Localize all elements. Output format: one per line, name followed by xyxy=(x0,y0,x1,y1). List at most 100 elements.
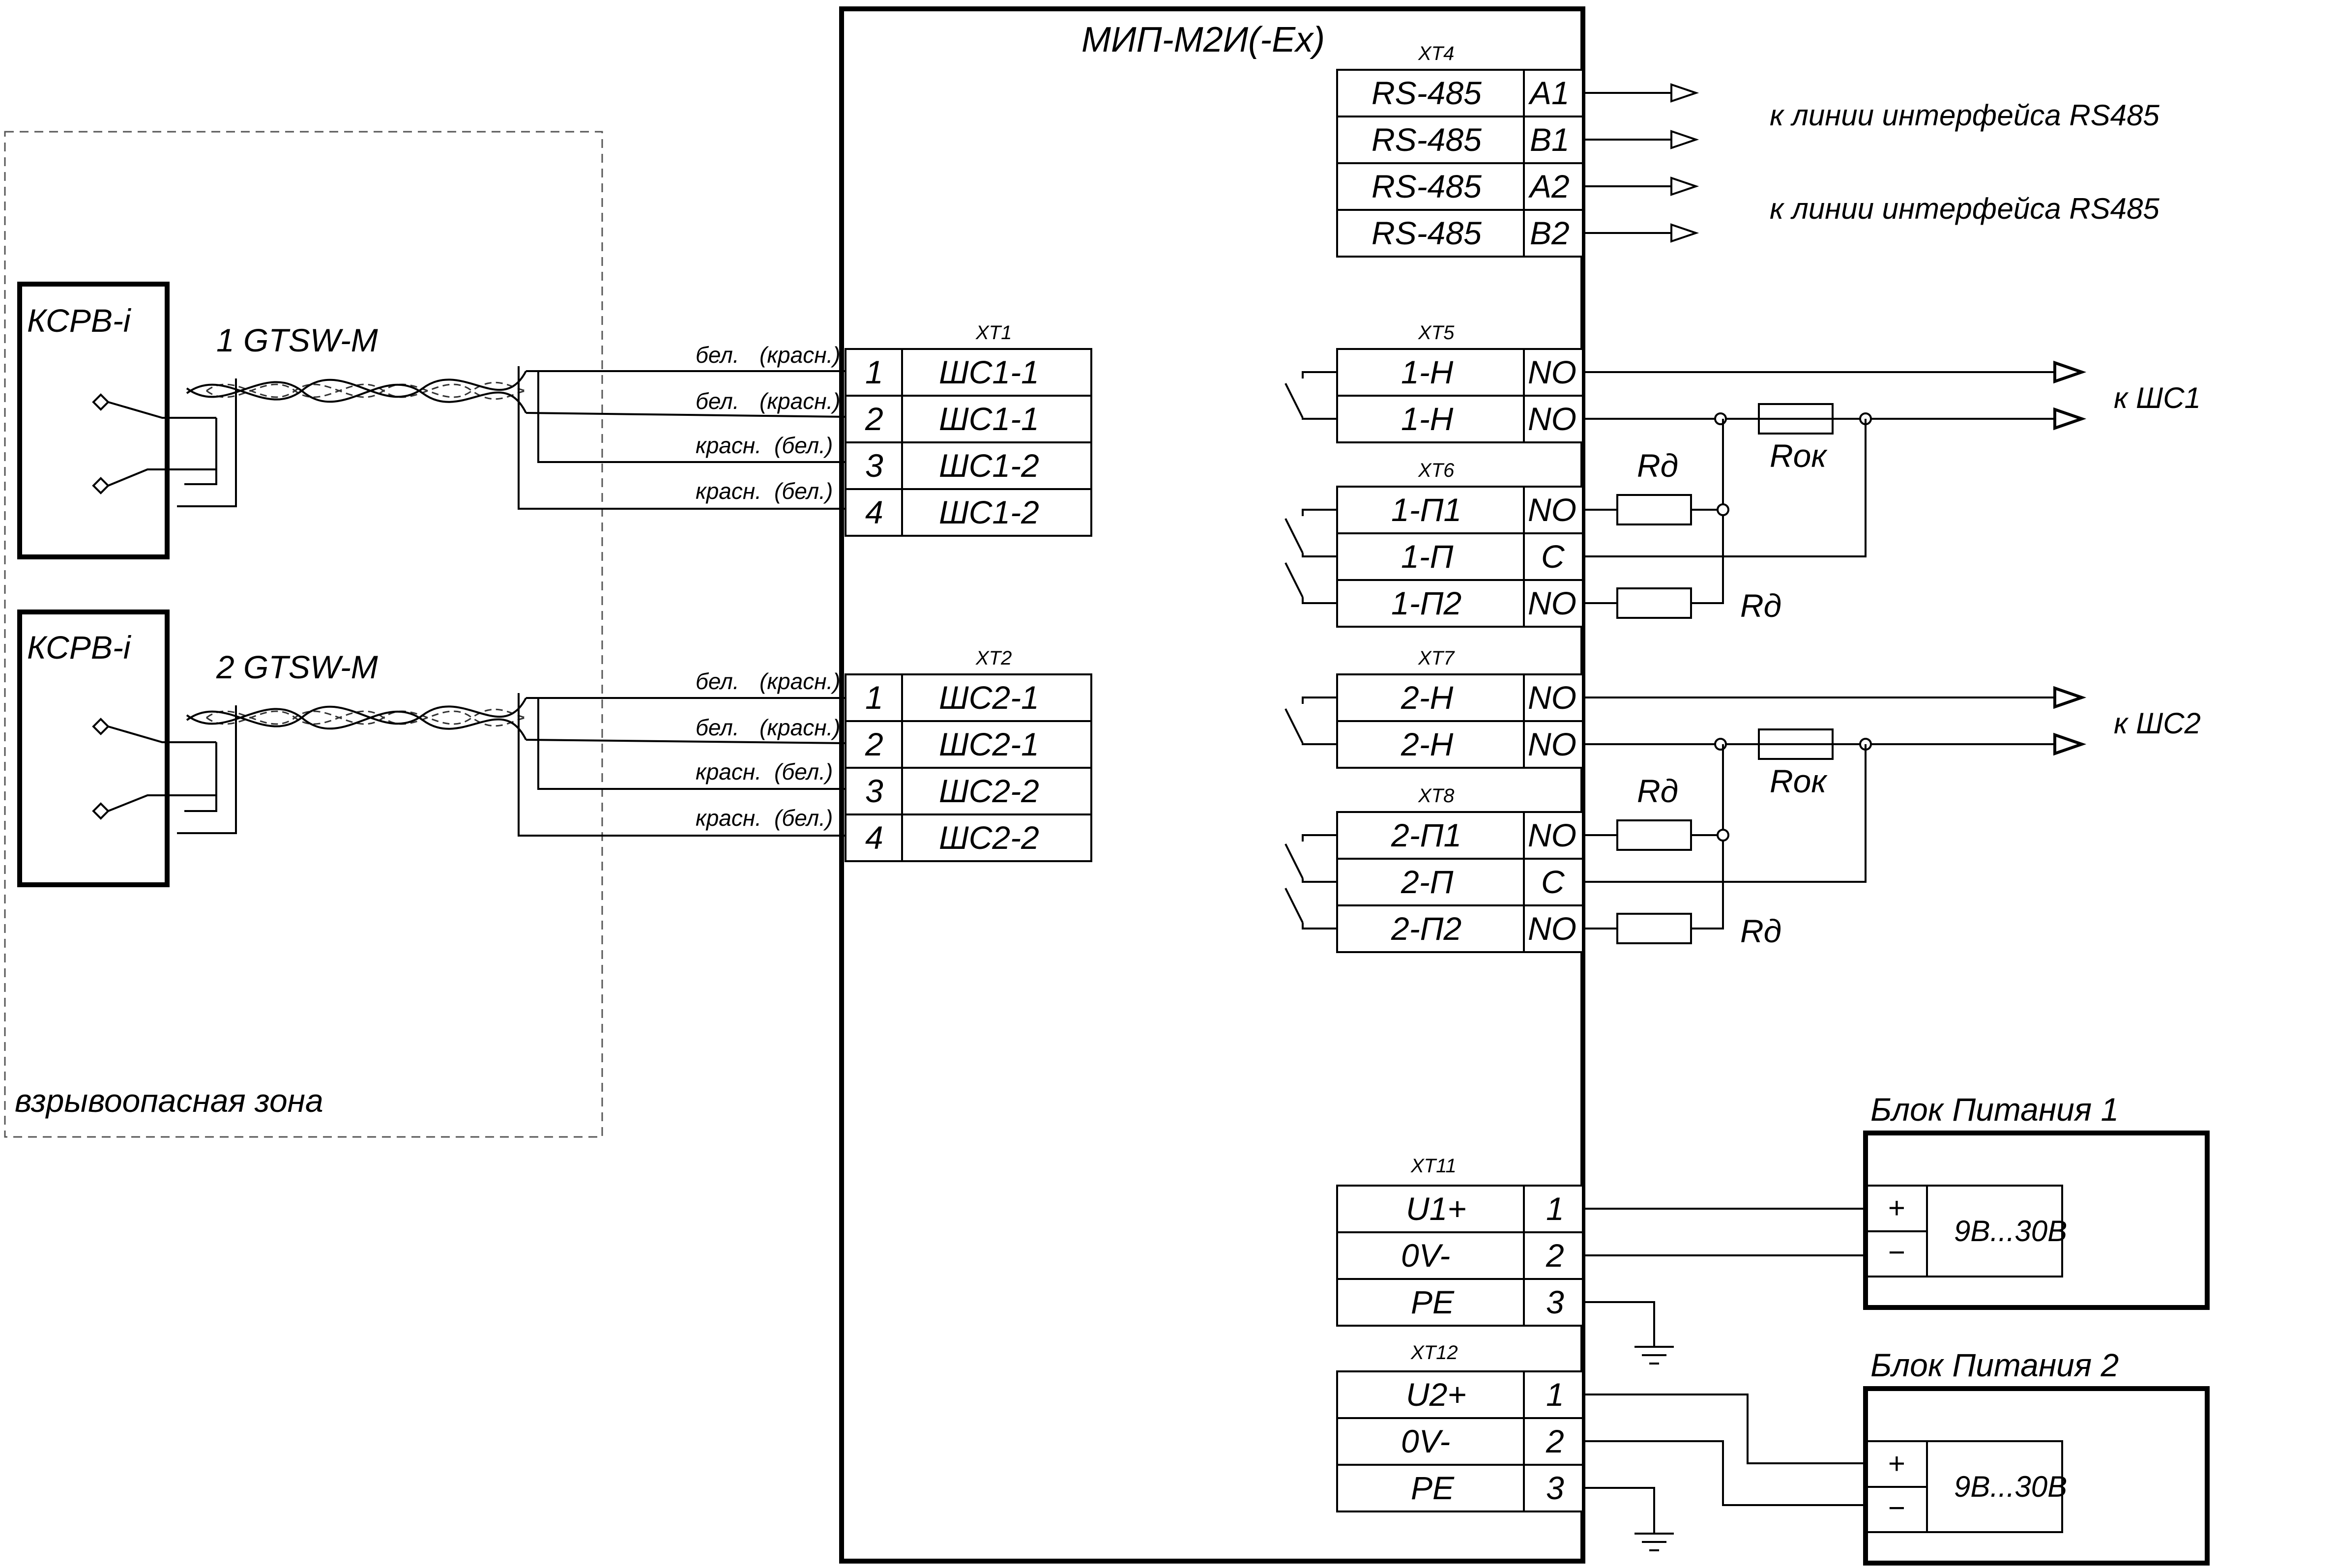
pin-number: 3 xyxy=(865,447,883,484)
wire xyxy=(1691,419,1724,604)
plus-sign: + xyxy=(1888,1191,1905,1224)
pin-id: NO xyxy=(1528,401,1576,437)
switch-icon xyxy=(1284,888,1304,923)
sensor-1: КСРВ-i 1 GTSW-M xyxy=(17,282,846,559)
resistor-rd xyxy=(1616,587,1692,619)
sensor-label: КСРВ-i xyxy=(27,629,132,666)
pin-signal: ШС2-1 xyxy=(939,679,1039,716)
relay-contact xyxy=(1302,509,1337,516)
pin-signal: PE xyxy=(1411,1284,1455,1320)
pin-signal: RS-485 xyxy=(1372,75,1482,111)
wire-color: бел. xyxy=(696,388,739,414)
minus-sign: − xyxy=(1888,1236,1905,1269)
pin-signal: ШС1-2 xyxy=(939,494,1039,530)
switch-icon xyxy=(1284,708,1304,744)
sensor-2: КСРВ-i 2 GTSW-M xyxy=(17,610,846,887)
voltage-range: 9В...30В xyxy=(1954,1470,2067,1503)
power-group-2: XT12 U2+ 0V- PE 1 2 3 Блок Питания 2 + −… xyxy=(1336,1342,2210,1566)
wire-color-alt: (бел.) xyxy=(774,478,833,504)
pin-signal: ШС1-1 xyxy=(939,354,1039,390)
wire-to-xt1-2 xyxy=(525,412,846,418)
module-title: МИП-М2И(-Ex) xyxy=(1081,20,1325,59)
wire-color-alt: (бел.) xyxy=(774,805,833,831)
pin-signal: 0V- xyxy=(1401,1237,1450,1274)
arrow-icon xyxy=(1670,130,1699,149)
pin-signal: 1-Н xyxy=(1401,401,1454,437)
relay-contact xyxy=(1302,418,1337,420)
wire-pe xyxy=(1583,1487,1655,1534)
pin-id: 1 xyxy=(1546,1191,1564,1227)
wire xyxy=(1691,744,1724,929)
junction-node xyxy=(1717,829,1729,842)
switch-icon xyxy=(1284,562,1304,598)
terminal-name: XT7 xyxy=(1418,647,1455,669)
wire-color-alt: (красн.) xyxy=(759,388,841,414)
wire-color: бел. xyxy=(696,668,739,694)
arrow-icon xyxy=(1670,83,1699,103)
terminal-name: XT11 xyxy=(1410,1155,1457,1177)
pin-signal: RS-485 xyxy=(1372,215,1482,251)
pin-signal: ШС1-2 xyxy=(939,447,1039,484)
terminal-name: XT2 xyxy=(975,647,1012,669)
arrow-icon xyxy=(1670,223,1699,243)
pin-signal: 1-П2 xyxy=(1391,585,1461,621)
wire-color-alt: (красн.) xyxy=(759,342,841,368)
wire-color: красн. xyxy=(696,478,761,504)
relay-contact xyxy=(1302,878,1337,883)
terminal-block xyxy=(1336,1185,1584,1327)
relay-contact xyxy=(1302,553,1337,557)
sensor-label: КСРВ-i xyxy=(27,302,132,339)
wire-color-alt: (красн.) xyxy=(759,668,841,694)
switch-icon xyxy=(1284,383,1304,418)
pin-signal: 0V- xyxy=(1401,1423,1450,1459)
pin-signal: U1+ xyxy=(1406,1191,1466,1227)
terminal-name: XT1 xyxy=(975,322,1012,344)
pin-id: C xyxy=(1541,864,1565,900)
pin-signal: RS-485 xyxy=(1372,168,1482,204)
pin-number: 2 xyxy=(865,401,883,437)
cable-label: 2 GTSW-M xyxy=(216,649,378,685)
wire-plus xyxy=(1583,1394,1866,1464)
relay-contact xyxy=(1302,697,1337,704)
wire-common xyxy=(1583,744,1867,883)
sensor-box xyxy=(17,610,170,887)
terminal-name: XT6 xyxy=(1418,460,1455,481)
pin-signal: ШС1-1 xyxy=(939,401,1039,437)
arrow-icon xyxy=(2053,686,2087,709)
junction-node xyxy=(1714,738,1727,751)
rs485-destination: к линии интерфейса RS485 xyxy=(1770,192,2160,225)
wire-minus xyxy=(1583,1440,1866,1506)
pin-signal: 2-П xyxy=(1401,864,1454,900)
pin-id: NO xyxy=(1528,910,1576,947)
terminal-contact xyxy=(92,393,110,411)
resistor-rd xyxy=(1616,913,1692,944)
pin-signal: 1-П1 xyxy=(1391,492,1461,528)
wire xyxy=(177,378,237,507)
twisted-cable xyxy=(206,383,526,400)
relay-contact xyxy=(1302,371,1337,378)
relay-contact xyxy=(1302,923,1337,929)
sensor-box xyxy=(17,282,170,559)
resistor-rd xyxy=(1616,819,1692,851)
module-box xyxy=(839,6,1585,1564)
switch-icon xyxy=(1284,843,1304,879)
pin-id: B1 xyxy=(1530,121,1570,158)
pin-id: NO xyxy=(1528,354,1576,390)
terminal-block xyxy=(1336,811,1584,953)
resistor-label-rd: Rд xyxy=(1637,773,1678,809)
pin-signal: ШС2-2 xyxy=(939,819,1039,856)
pin-id: 1 xyxy=(1546,1376,1564,1413)
terminal-xt2: XT2 1 2 3 4 ШС2-1 ШС2-1 ШС2-2 ШС2-2 бел.… xyxy=(696,647,1092,862)
terminal-name: XT5 xyxy=(1418,322,1455,344)
arrow-icon xyxy=(1670,176,1699,196)
terminal-xt1: XT1 1 2 3 4 ШС1-1 ШС1-1 ШС1-2 ШС1-2 бел.… xyxy=(696,322,1092,537)
resistor-rok xyxy=(1758,403,1834,435)
twisted-pair xyxy=(186,708,527,740)
terminal-name: XT4 xyxy=(1418,43,1454,64)
wire xyxy=(184,418,217,485)
zone-label: взрывоопасная зона xyxy=(15,1082,323,1119)
arrow-icon xyxy=(2053,407,2087,431)
pin-signal: 2-П1 xyxy=(1391,817,1461,853)
wire-to-xt1-3 xyxy=(526,370,846,463)
pin-id: 3 xyxy=(1546,1470,1564,1506)
